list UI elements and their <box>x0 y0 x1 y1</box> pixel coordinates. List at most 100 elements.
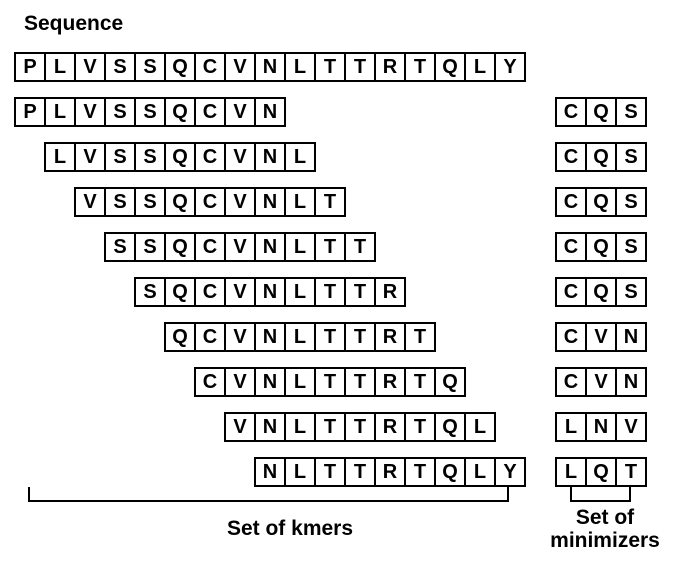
sequence-cell: P <box>14 52 46 82</box>
kmer-cell: S <box>134 232 166 262</box>
kmer-cell: V <box>74 142 106 172</box>
minimizers-set-bracket <box>570 487 631 502</box>
kmer-cell: Q <box>164 232 196 262</box>
minimizer-cell: S <box>615 232 647 262</box>
minimizer-cell: V <box>585 367 617 397</box>
kmer-cell: C <box>194 277 226 307</box>
minimizer-cell: V <box>615 412 647 442</box>
kmer-cell: R <box>374 457 406 487</box>
sequence-cell: T <box>314 52 346 82</box>
kmers-set-label: Set of kmers <box>226 517 354 540</box>
kmer-cell: C <box>194 187 226 217</box>
minimizer-cell: N <box>615 367 647 397</box>
minimizer-cell: C <box>555 322 587 352</box>
kmer-cell: V <box>224 412 256 442</box>
kmer-cell: C <box>194 97 226 127</box>
sequence-cell: T <box>404 52 436 82</box>
kmer-cell: S <box>134 187 166 217</box>
kmer-cell: N <box>254 97 286 127</box>
sequence-cell: T <box>344 52 376 82</box>
kmer-cell: Y <box>494 457 526 487</box>
kmer-cell: L <box>284 457 316 487</box>
kmer-cell: C <box>194 232 226 262</box>
kmer-cell: L <box>44 97 76 127</box>
kmer-cell: S <box>104 142 136 172</box>
kmer-cell: L <box>284 232 316 262</box>
kmer-cell: T <box>344 322 376 352</box>
minimizers-set-label-line2: minimizers <box>550 529 660 552</box>
minimizer-cell: V <box>585 322 617 352</box>
kmer-cell: Q <box>164 322 196 352</box>
kmer-cell: T <box>344 412 376 442</box>
kmer-cell: N <box>254 322 286 352</box>
kmer-cell: V <box>224 277 256 307</box>
minimizer-cell: Q <box>585 457 617 487</box>
sequence-cell: V <box>224 52 256 82</box>
kmer-cell: N <box>254 367 286 397</box>
kmer-cell: T <box>344 367 376 397</box>
minimizer-cell: N <box>585 412 617 442</box>
kmer-cell: V <box>74 97 106 127</box>
kmer-cell: V <box>224 142 256 172</box>
kmer-cell: R <box>374 277 406 307</box>
kmer-cell: L <box>284 142 316 172</box>
kmer-cell: S <box>134 142 166 172</box>
kmer-cell: N <box>254 232 286 262</box>
kmer-cell: T <box>344 277 376 307</box>
minimizer-cell: C <box>555 187 587 217</box>
sequence-cell: L <box>284 52 316 82</box>
kmer-cell: N <box>254 187 286 217</box>
kmer-cell: V <box>224 232 256 262</box>
sequence-cell: L <box>44 52 76 82</box>
kmer-cell: T <box>314 277 346 307</box>
kmer-cell: N <box>254 457 286 487</box>
minimizer-cell: Q <box>585 97 617 127</box>
kmer-cell: Q <box>434 367 466 397</box>
sequence-cell: L <box>464 52 496 82</box>
sequence-cell: R <box>374 52 406 82</box>
minimizer-cell: L <box>555 457 587 487</box>
kmer-cell: T <box>404 367 436 397</box>
kmer-cell: R <box>374 322 406 352</box>
kmer-cell: P <box>14 97 46 127</box>
kmer-cell: T <box>314 412 346 442</box>
kmer-cell: T <box>314 457 346 487</box>
sequence-cell: V <box>74 52 106 82</box>
minimizer-cell: C <box>555 142 587 172</box>
kmer-cell: T <box>404 412 436 442</box>
kmer-cell: L <box>284 187 316 217</box>
kmer-cell: S <box>104 187 136 217</box>
kmer-cell: Q <box>164 277 196 307</box>
kmer-cell: R <box>374 367 406 397</box>
minimizer-cell: L <box>555 412 587 442</box>
minimizer-cell: S <box>615 142 647 172</box>
kmer-cell: V <box>224 187 256 217</box>
kmer-cell: S <box>134 97 166 127</box>
minimizer-cell: Q <box>585 277 617 307</box>
kmer-cell: L <box>284 367 316 397</box>
kmer-cell: Q <box>164 187 196 217</box>
kmer-cell: S <box>104 97 136 127</box>
kmer-cell: Q <box>164 142 196 172</box>
kmer-cell: N <box>254 412 286 442</box>
minimizer-cell: Q <box>585 187 617 217</box>
kmers-set-bracket <box>28 487 509 502</box>
minimizer-cell: T <box>615 457 647 487</box>
kmer-cell: T <box>344 232 376 262</box>
kmer-cell: T <box>314 322 346 352</box>
